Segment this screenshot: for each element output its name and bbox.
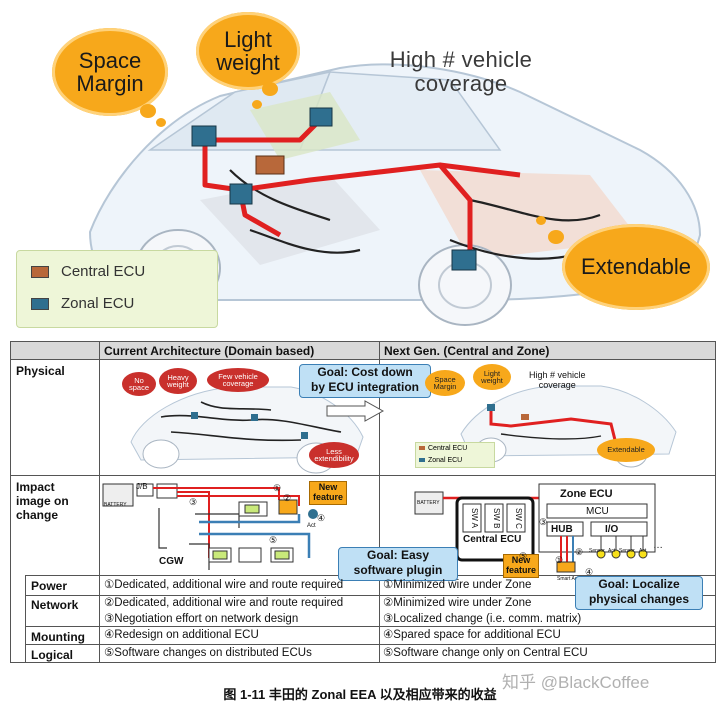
legend-central-ecu: Central ECU [61,263,146,280]
goal-cost-down: Goal: Cost down by ECU integration [299,364,431,398]
no-space-bubble: No space [122,372,156,396]
summary-logical-current: ⑤Software changes on distributed ECUs [104,647,312,659]
row-label-impact: Impact image on change [16,480,69,522]
central-ecu-label: Central ECU [463,534,522,545]
central-ecu-swatch [31,265,49,278]
new-feature-left: New feature [309,481,347,505]
battery-right: BATTERY [417,500,440,506]
few-coverage-bubble: Few vehicle coverage [207,368,269,392]
header-current: Current Architecture (Domain based) [99,342,379,360]
jb-label: J/B [136,482,148,491]
summary-label-power: Power [31,579,68,593]
header-next: Next Gen. (Central and Zone) [379,342,715,360]
summary-label-logical: Logical [31,648,74,662]
new-feature-right: New feature [503,554,539,578]
less-extendibility-bubble: Less extendibility [309,442,359,468]
summary-power-next: ①Minimized wire under Zone [383,579,532,591]
next-extendable-bubble: Extendable [597,438,655,462]
next-legend: Central ECU Zonal ECU [415,442,495,468]
cgw-label: CGW [159,556,184,567]
zonal-ecu-front [191,125,217,147]
next-space-bubble: Space Margin [425,370,465,396]
zonal-ecu-left [229,183,253,205]
vehicle-coverage-label: High # vehicle coverage [389,47,533,96]
vehicle-illustration: Space Margin Light weight High # vehicle… [0,0,720,335]
battery-left: BATTERY [104,502,127,508]
legend-zonal-ecu: Zonal ECU [61,295,135,312]
summary-mounting-current: ④Redesign on additional ECU [104,629,259,641]
comparison-table: Current Architecture (Domain based) Next… [10,341,716,663]
transition-arrow [326,400,385,422]
hub-label: HUB [551,524,573,535]
central-ecu [255,155,285,175]
heavy-weight-bubble: Heavy weight [159,368,197,394]
io-label: I/O [605,524,619,535]
summary-network-current: ②Dedicated, additional wire and route re… [104,597,344,625]
next-coverage-label: High # vehicle coverage [529,370,586,390]
light-weight-bubble: Light weight [196,12,300,90]
wire-harness [229,169,601,260]
impact-current-diagram [102,483,318,570]
zonal-ecu-swatch [31,297,49,310]
summary-network-next: ②Minimized wire under Zone ③Localized ch… [383,597,582,625]
impact-next-diagram [414,483,656,573]
watermark: 知乎 @BlackCoffee [502,673,650,692]
ecu-legend: Central ECU Zonal ECU [16,250,218,328]
summary-label-mounting: Mounting [31,630,85,644]
zonal-ecu-top [309,107,333,127]
summary-mounting-next: ④Spared space for additional ECU [383,629,561,641]
mcu-label: MCU [586,506,609,517]
zone-ecu-label: Zone ECU [560,488,613,500]
summary-label-network: Network [31,598,79,612]
goal-localize: Goal: Localize physical changes [575,576,703,610]
figure-caption: 图 1-11 丰田的 Zonal EEA 以及相应带来的收益 [223,687,497,702]
goal-easy-plugin: Goal: Easy software plugin [338,547,458,581]
summary-logical-next: ⑤Software change only on Central ECU [383,647,588,659]
extendable-bubble: Extendable [562,224,710,310]
zonal-ecu-rear [451,249,477,271]
row-label-physical: Physical [16,364,65,378]
space-margin-bubble: Space Margin [52,28,168,116]
next-light-bubble: Light weight [473,364,511,390]
summary-power-current: ①Dedicated, additional wire and route re… [104,579,344,591]
